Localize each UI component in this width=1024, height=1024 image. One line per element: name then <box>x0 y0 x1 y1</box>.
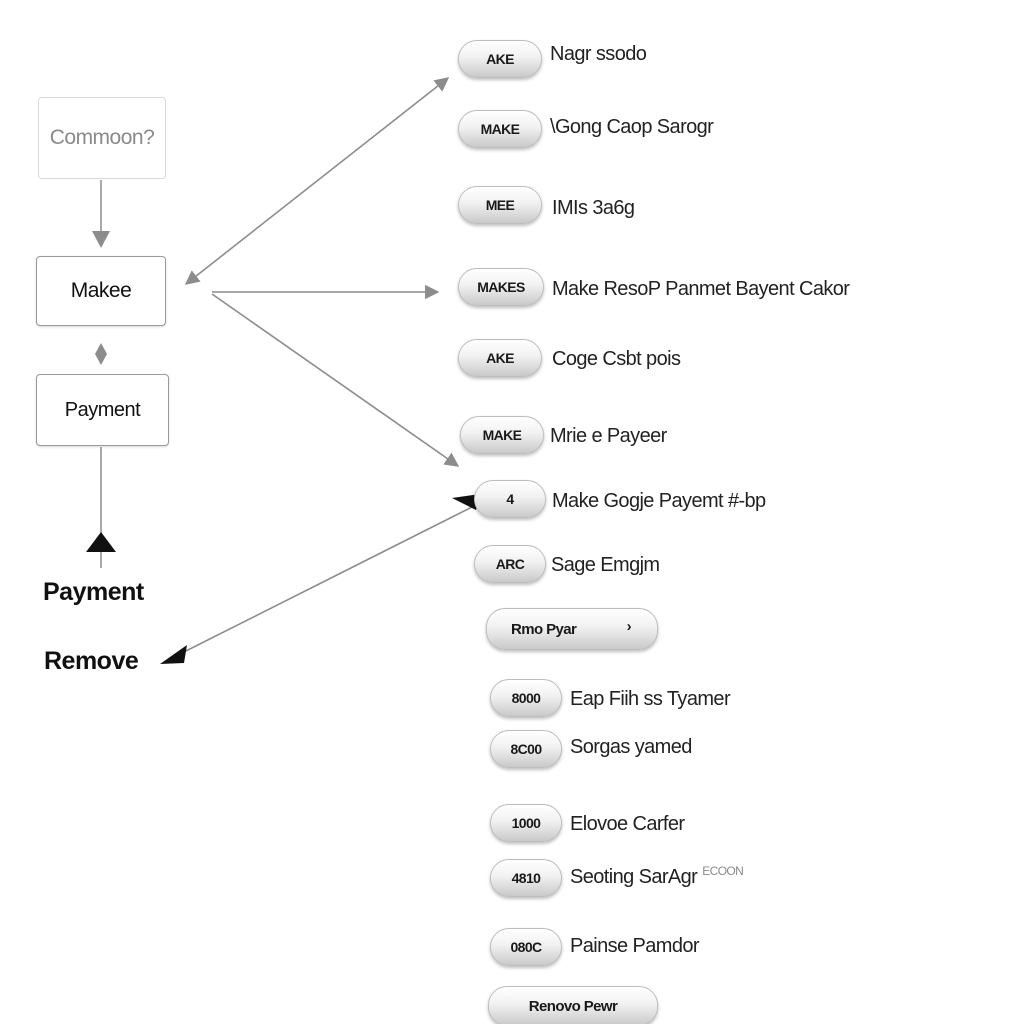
row-label: Sage Emgjm <box>551 554 660 576</box>
badge-text: MAKES <box>477 279 525 295</box>
badge-text: ARC <box>495 556 525 572</box>
badge-button[interactable]: 8000 <box>490 679 562 717</box>
row-label: Sorgas yamed <box>570 736 692 758</box>
make-box-label: Makee <box>70 279 132 302</box>
remove-payer-button[interactable]: Renovo Pewr <box>488 986 658 1024</box>
row-label: Painse Pamdor <box>570 935 700 957</box>
button-label: Renovo Pewr <box>528 997 618 1015</box>
row-label: IMIs 3a6g <box>552 197 635 219</box>
payment-box[interactable]: Payment <box>36 374 169 446</box>
row-label: Eap Fiih ss Tyamer <box>570 688 731 710</box>
badge-button[interactable]: AKE <box>458 40 542 78</box>
badge-button[interactable]: 4810 <box>490 859 562 897</box>
arrow-make-to-row-1 <box>184 77 450 285</box>
row-label: Seoting SarAgr ECOON <box>570 864 744 889</box>
badge-text: 080C <box>510 939 542 955</box>
row-label-text: Seoting SarAgr <box>570 866 698 888</box>
row-label: Elovoe Carfer <box>570 813 685 835</box>
badge-text: 1000 <box>511 815 541 831</box>
badge-button[interactable]: MEE <box>458 186 542 224</box>
remove-payer-button[interactable]: Rmo Pyar › <box>486 608 658 650</box>
badge-button[interactable]: 1000 <box>490 804 562 842</box>
row-label: Coge Csbt pois <box>552 348 681 370</box>
badge-text: 8C00 <box>510 741 542 757</box>
arrow-row-7-to-remove <box>171 503 479 659</box>
row-label-suffix: ECOON <box>702 864 744 878</box>
row-label: Mrie e Payeer <box>550 425 667 447</box>
badge-text: 4810 <box>511 870 541 886</box>
badge-text: MEE <box>485 197 515 213</box>
badge-text: MAKE <box>480 121 520 137</box>
row-label: Nagr ssodo <box>550 43 647 65</box>
arrow-make-to-row-6 <box>211 293 460 467</box>
arrowhead-up-icon <box>86 532 116 552</box>
badge-text: AKE <box>486 51 514 67</box>
badge-text: 4 <box>506 491 514 507</box>
badge-button[interactable]: MAKES <box>458 268 544 306</box>
payment-label: Payment <box>43 578 144 606</box>
make-box[interactable]: Makee <box>36 256 166 326</box>
badge-text: AKE <box>486 350 514 366</box>
common-box: Commoon? <box>38 97 166 179</box>
badge-button[interactable]: MAKE <box>458 110 542 148</box>
badge-button[interactable]: 080C <box>490 928 562 966</box>
chevron-right-icon: › <box>626 618 632 635</box>
badge-button[interactable]: 8C00 <box>490 730 562 768</box>
row-label: Make ResoP Panmet Bayent Cakor <box>552 278 850 300</box>
badge-button[interactable]: 4 <box>474 480 546 518</box>
row-label: \Gong Caop Sarogr <box>550 116 714 138</box>
remove-label[interactable]: Remove <box>44 647 139 675</box>
payment-box-label: Payment <box>64 398 141 421</box>
arrowhead-down-icon <box>92 231 110 248</box>
button-label: Rmo Pyar <box>511 620 577 638</box>
badge-button[interactable]: ARC <box>474 545 546 583</box>
diamond-connector-icon <box>95 343 107 365</box>
arrowhead-left-icon <box>160 645 187 664</box>
badge-text: 8000 <box>511 690 541 706</box>
badge-button[interactable]: MAKE <box>460 416 544 454</box>
badge-text: MAKE <box>482 427 522 443</box>
row-label: Make Gogje Payemt #-bp <box>552 490 766 512</box>
badge-button[interactable]: AKE <box>458 339 542 377</box>
common-box-label: Commoon? <box>49 126 155 149</box>
